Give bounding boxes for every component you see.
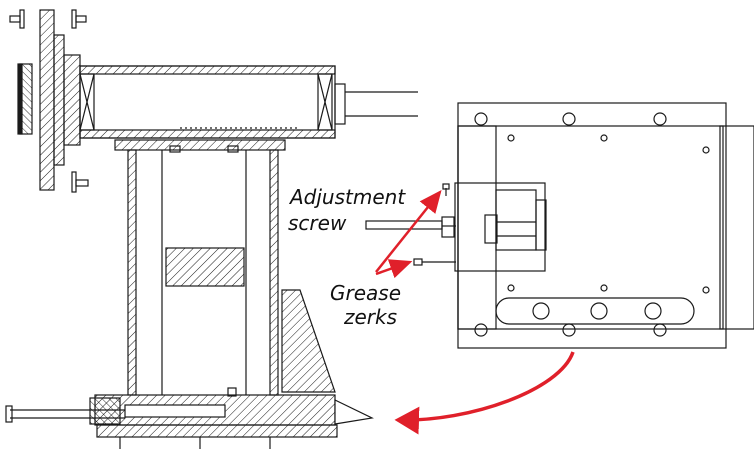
label-zerks: zerks xyxy=(344,305,398,329)
callout-arrows xyxy=(375,190,575,435)
arrow-to-zerk-top xyxy=(375,190,442,273)
side-section-view xyxy=(5,9,418,449)
label-screw: screw xyxy=(288,211,347,235)
adjuster-block xyxy=(454,182,547,272)
gusset xyxy=(281,289,336,393)
column xyxy=(127,149,279,396)
upper-plate xyxy=(114,139,286,151)
right-rail xyxy=(719,125,754,330)
grease-zerks xyxy=(413,183,456,266)
top-view xyxy=(365,102,754,349)
adjustment-screw xyxy=(365,216,456,238)
base-assembly xyxy=(5,387,374,449)
arrow-to-zerk-bottom xyxy=(375,259,413,279)
slot xyxy=(495,297,695,325)
left-rail xyxy=(457,125,497,330)
flange-hub xyxy=(9,9,89,193)
base-plate xyxy=(457,102,727,349)
label-adjustment: Adjustment xyxy=(290,185,406,209)
label-grease: Grease xyxy=(330,281,402,305)
view-transfer-arrow xyxy=(394,351,575,435)
main-tube xyxy=(79,65,418,139)
